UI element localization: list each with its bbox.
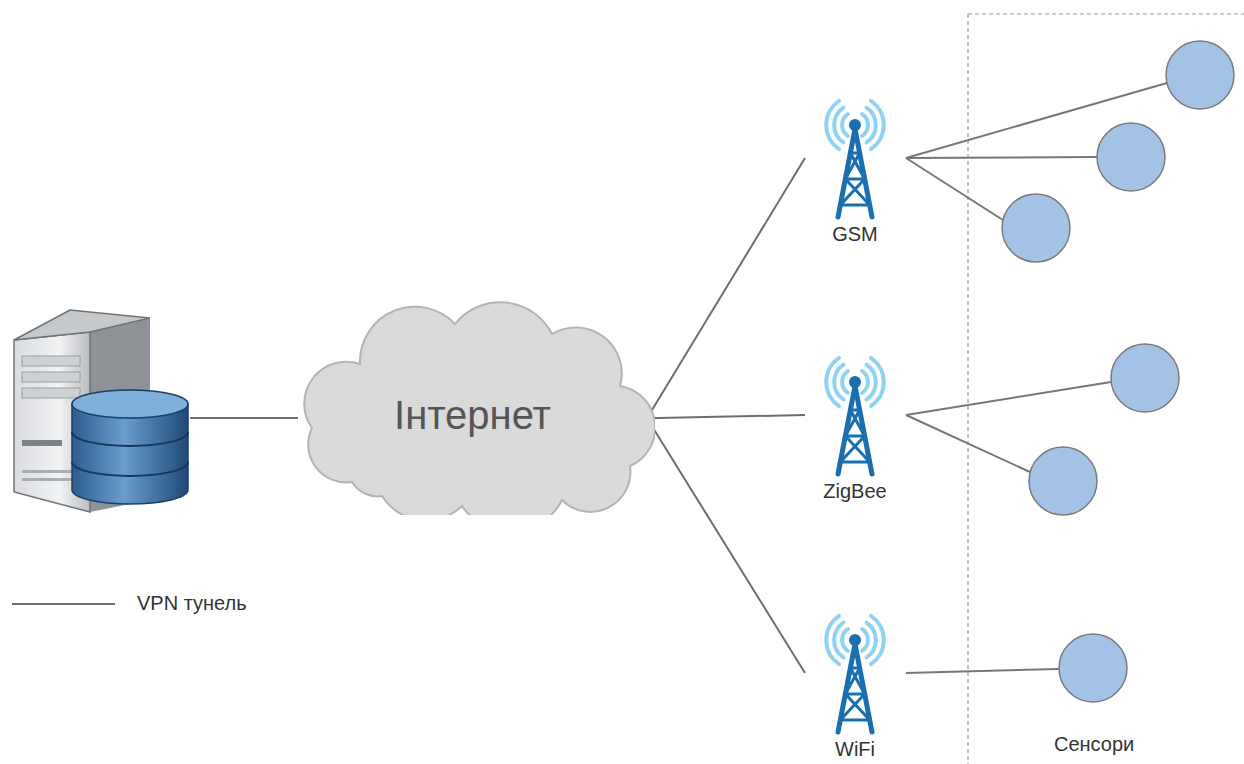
network-cloud: Інтернет — [290, 300, 655, 515]
group-label: Сенсори — [1054, 733, 1134, 756]
station-label: GSM — [832, 223, 878, 245]
tower-icon — [805, 610, 905, 738]
cloud-outline — [304, 302, 655, 515]
station-label: ZigBee — [823, 480, 886, 502]
sensor-circles — [1002, 41, 1234, 702]
cloud-label: Інтернет — [394, 377, 551, 438]
vpn-tunnel — [647, 418, 805, 673]
legend-entry: VPN тунель — [137, 592, 247, 615]
base-station: GSM — [805, 95, 905, 245]
sensor-region — [968, 14, 1244, 764]
station-label: WiFi — [835, 738, 875, 760]
tower-icon — [805, 352, 905, 480]
base-station: WiFi — [805, 610, 905, 760]
tower-icon — [805, 95, 905, 223]
legend-text: VPN тунель — [137, 592, 247, 614]
vpn-tunnel — [647, 158, 805, 418]
legend-line-sample — [12, 603, 115, 605]
server-icon — [14, 310, 188, 512]
vpn-line — [190, 417, 298, 419]
base-station: ZigBee — [805, 352, 905, 502]
vpn-tunnel — [647, 415, 805, 418]
